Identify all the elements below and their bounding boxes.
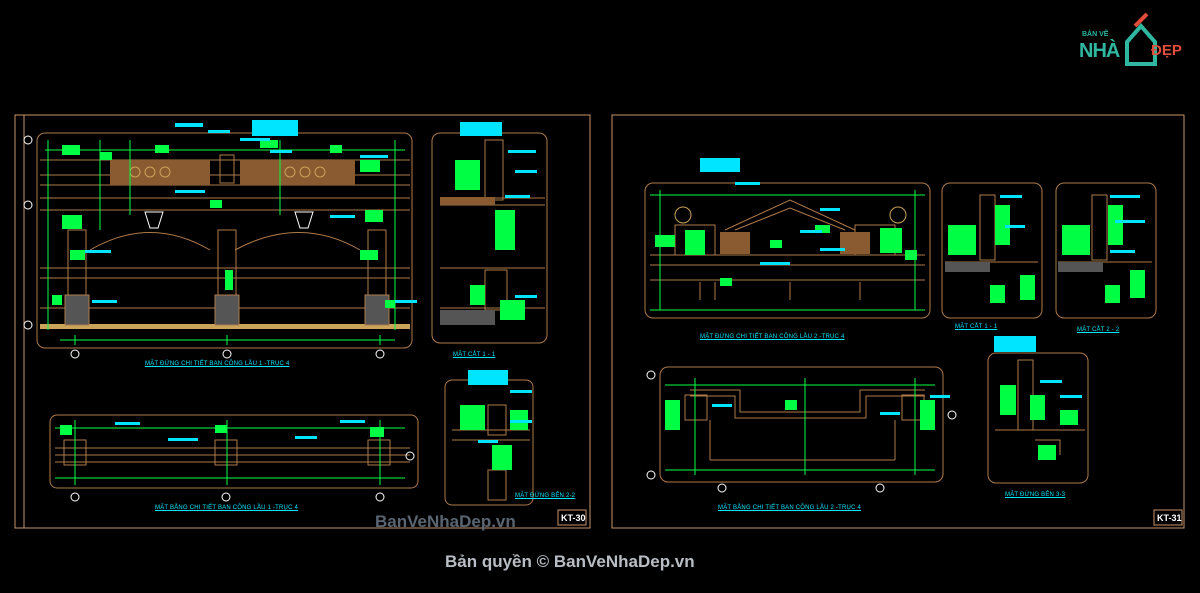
logo-text-ban-ve: BẢN VẼ	[1082, 31, 1109, 38]
drawing-title-plan-l2: MẶT BẰNG CHI TIẾT BAN CÔNG LẦU 2 -TRỤC 4	[718, 505, 862, 511]
plan-balcony-l1	[55, 420, 415, 502]
drawing-title-side-3-3: MẶT ĐỨNG BÊN 3-3	[1005, 492, 1066, 498]
drawing-title-elevation-l1: MẶT ĐỨNG CHI TIẾT BAN CÔNG LẦU 1 -TRỤC 4	[145, 361, 290, 367]
logo-text-nha: NHÀ	[1079, 40, 1120, 62]
watermark-copyright: Bản quyền © BanVeNhaDep.vn	[445, 552, 695, 571]
elevation-balcony-l2	[650, 158, 925, 311]
sheet-frame-kt31	[611, 114, 1185, 529]
side-elevation-3-3	[994, 336, 1085, 460]
drawing-title-section-1-1: MẶT CẮT 1 - 1	[453, 352, 496, 358]
drawing-title-plan-l1: MẶT BẰNG CHI TIẾT BAN CÔNG LẦU 1 -TRỤC 4	[155, 505, 299, 511]
watermark-site: BanVeNhaDep.vn	[375, 512, 516, 531]
house-icon	[1125, 12, 1157, 66]
section-1-1-kt31	[945, 194, 1038, 303]
sheet-id-box	[557, 509, 587, 526]
sheet-frame-kt30	[14, 114, 591, 529]
drawing-title-side-2-2: MẶT ĐỨNG BÊN 2-2	[515, 493, 576, 499]
drawing-title-section-1-1-b: MẶT CẮT 1 - 1	[955, 324, 998, 330]
drawing-title-elevation-l2: MẶT ĐỨNG CHI TIẾT BAN CÔNG LẦU 2 -TRỤC 4	[700, 334, 845, 340]
section-1-1-kt30	[440, 122, 545, 325]
side-elevation-2-2	[452, 370, 532, 501]
drawing-title-section-2-2: MẶT CẮT 2 - 2	[1077, 327, 1120, 333]
logo-text-dep: ĐẸP	[1151, 42, 1182, 59]
plan-balcony-l2	[646, 370, 957, 493]
brand-logo: BẢN VẼ NHÀ ĐẸP	[1075, 12, 1193, 67]
sheet-id-kt30: KT-30	[561, 513, 586, 523]
elevation-balcony-l1	[23, 120, 417, 359]
viewport-frames	[36, 132, 1157, 506]
sheet-id-kt31: KT-31	[1157, 513, 1182, 523]
sheet-id-box	[1153, 509, 1183, 526]
section-2-2-kt31	[1058, 194, 1152, 303]
